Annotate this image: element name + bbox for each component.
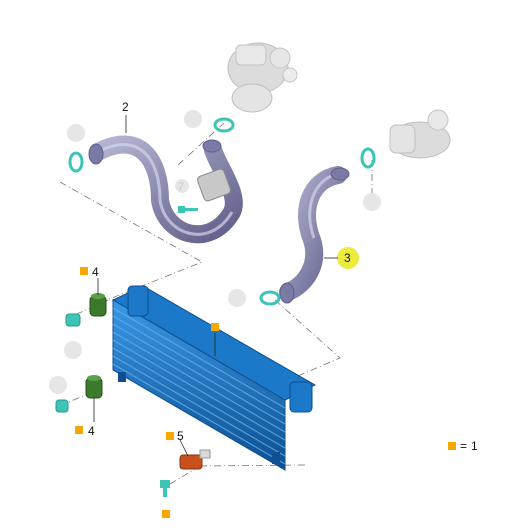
marker-squares — [75, 267, 219, 518]
intercooler — [111, 285, 317, 471]
callout-mount-lower: 4 — [88, 424, 95, 438]
marker-square — [162, 510, 170, 518]
callout-mount-upper: 4 — [92, 265, 99, 279]
boost-pressure-sensor — [179, 449, 211, 470]
hose-clamp — [360, 147, 376, 169]
rubber-mount-upper — [89, 293, 107, 317]
legend: = 1 — [448, 439, 478, 453]
legend-value: 1 — [471, 439, 478, 453]
rubber-mount-lower — [85, 375, 103, 399]
callout-hose-left: 2 — [122, 100, 129, 114]
hose-clamp — [68, 151, 84, 173]
callout-hose-right: 3 — [344, 251, 351, 265]
marker-square — [75, 426, 83, 434]
bolt-7 — [178, 206, 198, 213]
marker-square — [211, 323, 219, 331]
marker-square — [166, 432, 174, 440]
sensor-bolt — [160, 480, 170, 497]
marker-square — [80, 267, 88, 275]
charge-air-hose-left — [88, 135, 243, 244]
legend-marker-square — [448, 442, 456, 450]
leader-lines — [93, 115, 338, 457]
legend-equals: = — [460, 439, 468, 453]
callout-bolt: 7 — [178, 181, 184, 193]
highlight-marker — [337, 247, 359, 269]
ghost-reference-circles — [49, 110, 381, 394]
turbocharger-ghost — [227, 42, 298, 113]
callout-sensor: 5 — [177, 429, 184, 443]
throttle-body-ghost — [389, 109, 451, 159]
mount-bolts — [55, 313, 81, 413]
hose-clamp — [259, 290, 281, 306]
hose-clamp — [213, 117, 235, 133]
hose-clamps — [68, 117, 376, 306]
charge-air-hose-right — [279, 166, 350, 304]
